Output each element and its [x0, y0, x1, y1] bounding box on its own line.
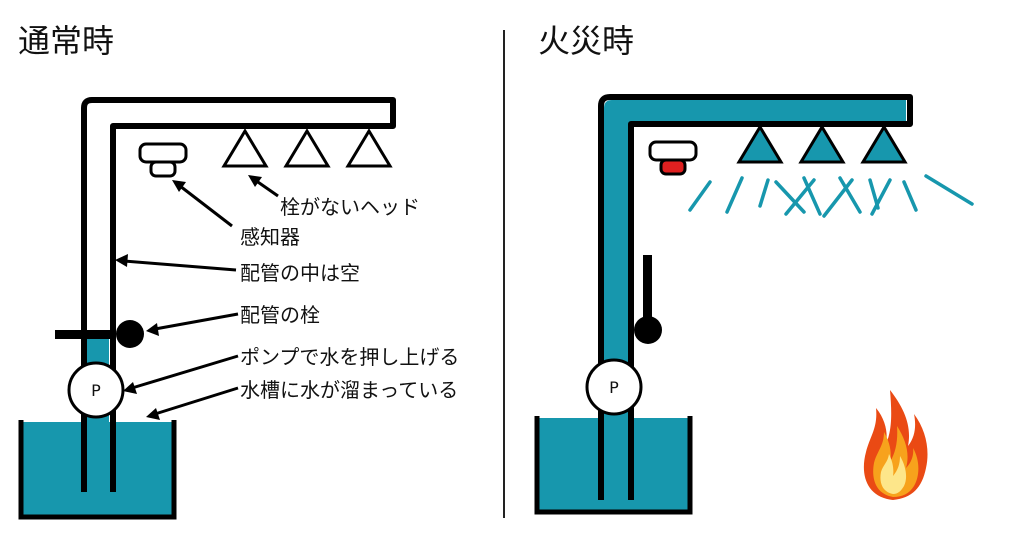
sprinkler-head-icon — [798, 124, 846, 164]
label-valve: 配管の栓 — [240, 303, 320, 327]
fire-title: 火災時 — [538, 22, 634, 60]
arrow-pump — [131, 354, 239, 390]
smoke-detector-icon — [648, 140, 698, 176]
fire-panel: 火災時 P — [534, 22, 974, 515]
sprinkler-heads — [736, 124, 908, 164]
valve-handle — [55, 330, 115, 339]
label-pipe-empty: 配管の中は空 — [240, 261, 360, 285]
pipe-full — [598, 94, 913, 500]
sprinkler-heads — [221, 128, 393, 168]
label-detector: 感知器 — [240, 225, 300, 249]
callout-arrows — [115, 175, 279, 420]
valve-open — [634, 255, 662, 344]
arrow-valve — [154, 312, 239, 331]
label-head: 栓がないヘッド — [280, 195, 420, 219]
pump-circle — [585, 358, 643, 416]
valve-knob — [634, 316, 662, 344]
pump: P — [67, 361, 125, 419]
pump: P — [585, 358, 643, 416]
arrow-detector — [179, 184, 233, 228]
pump-circle — [67, 361, 125, 419]
valve-handle — [643, 255, 652, 323]
tank-wall — [18, 420, 177, 520]
arrow-head — [254, 178, 279, 198]
pump-symbol: P — [91, 381, 101, 400]
valve — [55, 320, 144, 348]
detector-alarm-light — [659, 158, 687, 176]
label-pump: ポンプで水を押し上げる — [240, 345, 459, 369]
valve-knob — [116, 320, 144, 348]
label-tank: 水槽に水が溜まっている — [240, 378, 458, 402]
tank-wall — [534, 416, 693, 515]
normal-panel: 通常時 P — [18, 22, 459, 520]
flame-icon — [863, 390, 928, 500]
arrow-tank — [154, 386, 239, 416]
sprinkler-head-icon — [860, 124, 908, 164]
sprinkler-head-icon — [736, 124, 784, 164]
pipe-empty — [81, 97, 396, 492]
water-spray — [688, 174, 974, 218]
pump-symbol: P — [609, 378, 619, 397]
arrow-pipe — [123, 259, 237, 272]
sprinkler-head-icon — [283, 128, 331, 168]
sprinkler-head-icon — [221, 128, 269, 168]
smoke-detector-icon — [138, 142, 188, 178]
sprinkler-head-icon — [345, 128, 393, 168]
normal-title: 通常時 — [18, 22, 114, 60]
